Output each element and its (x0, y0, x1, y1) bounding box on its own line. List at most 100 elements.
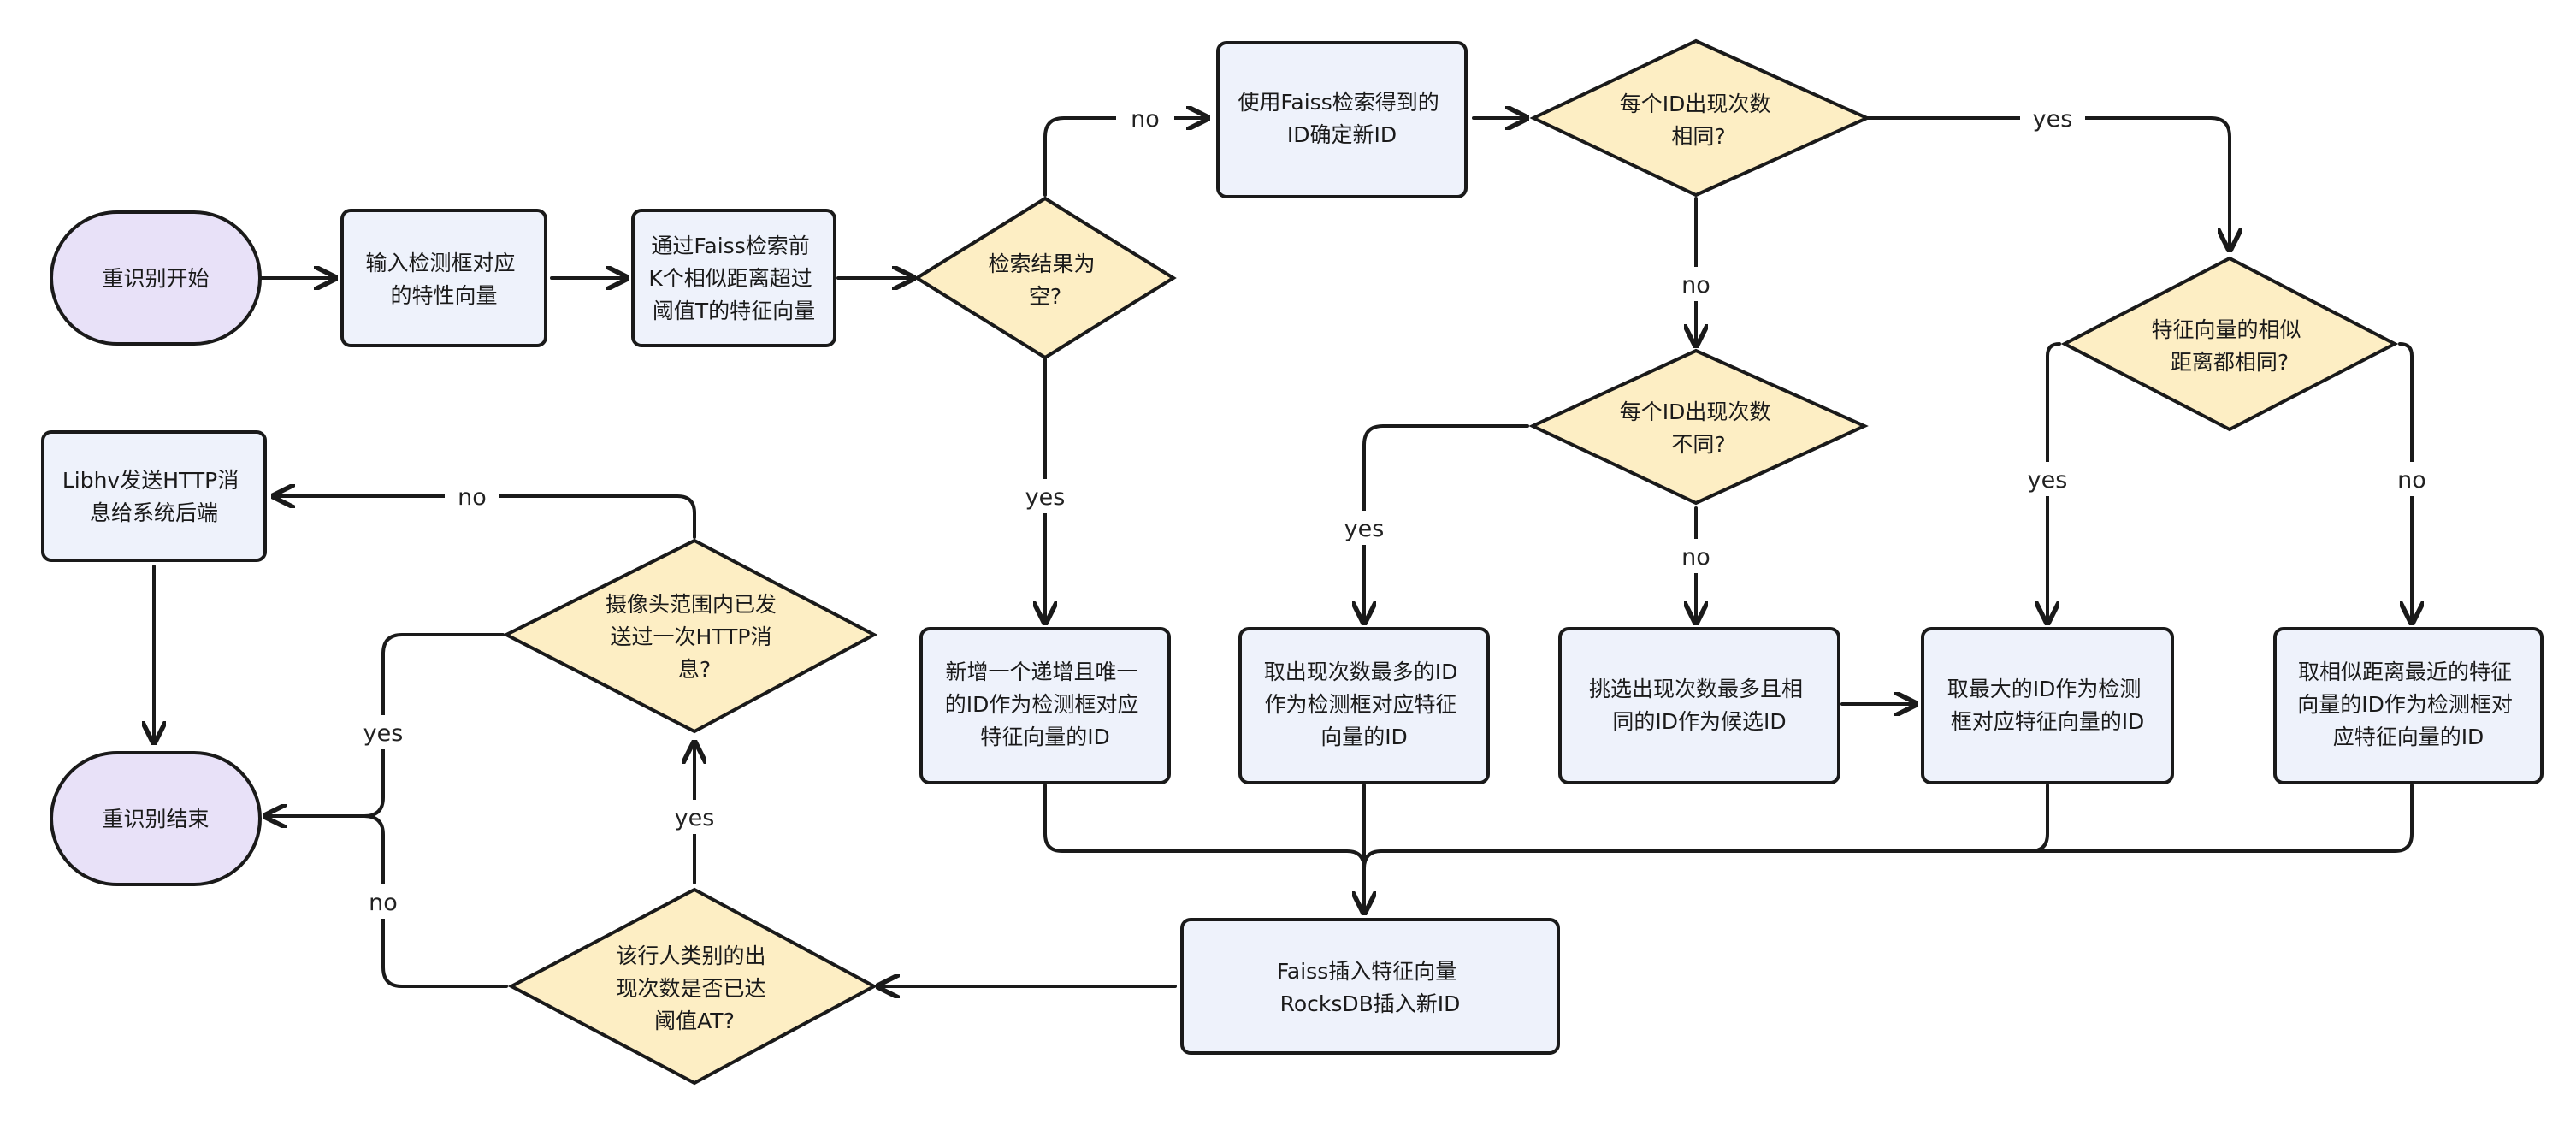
take-most-id-text: 取出现次数最多的ID 作为检测框对应特征 向量的ID (1264, 660, 1465, 749)
http-sent-decision (502, 538, 878, 734)
new-unique-id-line-3: 特征向量的ID (980, 725, 1110, 749)
id-count-diff-text: 每个ID出现次数 不同? (1620, 399, 1778, 457)
take-nearest-id-text: 取相似距离最近的特征 向量的ID作为检测框对 应特征向量的ID (2297, 660, 2520, 749)
take-nearest-id-line-3: 应特征向量的ID (2333, 725, 2484, 749)
http-sent-line-1: 摄像头范围内已发 (606, 592, 777, 617)
take-nearest-id-line-1: 取相似距离最近的特征 (2298, 660, 2512, 684)
label-same-yes: yes (2033, 106, 2073, 133)
http-sent-text: 摄像头范围内已发 送过一次HTTP消 息? (606, 592, 783, 682)
feature-dist-same-line-1: 特征向量的相似 (2152, 317, 2301, 342)
nodes: 重识别开始 重识别结束 输入检测框对应 的特性向量 通过Faiss检索前 K个相… (41, 38, 2544, 1086)
id-count-diff-line-1: 每个ID出现次数 (1620, 399, 1771, 424)
libhv-send-text: Libhv发送HTTP消 息给系统后端 (62, 468, 245, 525)
libhv-send-node (41, 430, 267, 562)
pick-candidates-line-2: 同的ID作为候选ID (1612, 709, 1786, 734)
libhv-send-line-1: Libhv发送HTTP消 (62, 468, 239, 493)
faiss-search-text: 通过Faiss检索前 K个相似距离超过 阈值T的特征向量 (648, 234, 818, 323)
edge-merge-right (1362, 784, 2049, 870)
result-empty-decision (913, 196, 1177, 360)
edge-empty-no (1043, 118, 1208, 197)
new-unique-id-line-2: 的ID作为检测框对应 (945, 692, 1139, 717)
take-most-id-node (1238, 627, 1490, 784)
edge-dist-yes (2047, 342, 2061, 623)
start-node (50, 210, 262, 346)
label-http-yes: yes (363, 720, 404, 747)
result-empty-text: 检索结果为 空? (989, 251, 1102, 309)
use-faiss-id-line-2: ID确定新ID (1287, 122, 1397, 147)
edge-dist-no (2398, 342, 2412, 623)
start-text: 重识别开始 (102, 266, 209, 291)
pick-candidates-node (1558, 627, 1840, 784)
end-node (50, 751, 262, 886)
faiss-insert-text: Faiss插入特征向量 RocksDB插入新ID (1277, 959, 1463, 1016)
label-diff-no: no (1681, 544, 1710, 571)
edge-labels: no yes no yes yes no yes no yes no yes n… (351, 101, 2439, 919)
take-nearest-id-line-2: 向量的ID作为检测框对 (2297, 692, 2513, 717)
edge-diff-yes (1364, 424, 1529, 623)
take-most-id-line-1: 取出现次数最多的ID (1264, 660, 1458, 684)
edge-merge-left (1043, 784, 1366, 870)
label-same-no: no (1681, 272, 1710, 299)
new-unique-id-line-1: 新增一个递增且唯一 (946, 660, 1138, 684)
take-most-id-line-3: 向量的ID (1320, 725, 1408, 749)
end-line-1: 重识别结束 (102, 807, 209, 831)
id-count-same-text: 每个ID出现次数 相同? (1620, 92, 1778, 149)
result-empty-line-2: 空? (1029, 284, 1061, 309)
edge-http-yes (363, 633, 505, 818)
end-text: 重识别结束 (102, 807, 209, 831)
label-dist-yes: yes (2028, 467, 2068, 494)
label-diff-yes: yes (1344, 516, 1385, 542)
faiss-search-line-2: K个相似距离超过 (648, 266, 812, 291)
take-max-id-line-1: 取最大的ID作为检测 (1947, 677, 2142, 701)
pick-candidates-text: 挑选出现次数最多且相 同的ID作为候选ID (1589, 677, 1810, 734)
take-nearest-id-node (2273, 627, 2544, 784)
faiss-search-line-3: 阈值T的特征向量 (653, 299, 815, 323)
edge-http-no (274, 496, 696, 539)
label-empty-yes: yes (1025, 484, 1066, 511)
edge-same-yes (1865, 116, 2230, 250)
label-empty-no: no (1131, 106, 1160, 133)
feature-dist-same-line-2: 距离都相同? (2171, 350, 2289, 375)
input-vector-node (340, 209, 547, 347)
input-vector-line-2: 的特性向量 (390, 283, 497, 308)
start-line-1: 重识别开始 (102, 266, 209, 291)
result-empty-line-1: 检索结果为 (989, 251, 1096, 276)
count-reached-text: 该行人类别的出 现次数是否已达 阈值AT? (617, 944, 773, 1033)
use-faiss-id-line-1: 使用Faiss检索得到的 (1238, 90, 1439, 115)
faiss-search-node (631, 209, 836, 347)
count-reached-decision (507, 887, 878, 1086)
faiss-insert-line-2: RocksDB插入新ID (1280, 991, 1461, 1016)
id-count-diff-line-2: 不同? (1671, 432, 1725, 457)
faiss-insert-line-1: Faiss插入特征向量 (1277, 959, 1456, 984)
http-sent-line-3: 息? (678, 657, 711, 682)
feature-dist-same-text: 特征向量的相似 距离都相同? (2152, 317, 2308, 375)
libhv-send-line-2: 息给系统后端 (90, 500, 218, 525)
take-max-id-text: 取最大的ID作为检测 框对应特征向量的ID (1947, 677, 2148, 734)
new-unique-id-text: 新增一个递增且唯一 的ID作为检测框对应 特征向量的ID (945, 660, 1146, 749)
id-count-diff-decision (1528, 348, 1869, 506)
use-faiss-id-text: 使用Faiss检索得到的 ID确定新ID (1238, 90, 1445, 147)
input-vector-line-1: 输入检测框对应 (366, 251, 516, 275)
label-dist-no: no (2397, 467, 2426, 494)
input-vector-text: 输入检测框对应 的特性向量 (366, 251, 523, 308)
count-reached-line-1: 该行人类别的出 (617, 944, 766, 968)
take-max-id-line-2: 框对应特征向量的ID (1951, 709, 2145, 734)
faiss-search-line-1: 通过Faiss检索前 (651, 234, 809, 258)
take-most-id-line-2: 作为检测框对应特征 (1265, 692, 1457, 717)
faiss-insert-node (1180, 918, 1560, 1055)
label-http-no: no (458, 484, 487, 511)
take-max-id-node (1921, 627, 2174, 784)
count-reached-line-2: 现次数是否已达 (617, 976, 766, 1001)
edges (154, 118, 2412, 986)
id-count-same-decision (1529, 38, 1871, 198)
new-unique-id-node (919, 627, 1171, 784)
label-reached-yes: yes (675, 805, 715, 831)
feature-dist-same-decision (2060, 256, 2399, 432)
edge-merge-far-right (2029, 784, 2414, 853)
pick-candidates-line-1: 挑选出现次数最多且相 (1589, 677, 1803, 701)
use-faiss-id-node (1216, 41, 1468, 198)
count-reached-line-3: 阈值AT? (654, 1009, 735, 1033)
id-count-same-line-2: 相同? (1671, 124, 1725, 149)
label-reached-no: no (369, 890, 398, 916)
